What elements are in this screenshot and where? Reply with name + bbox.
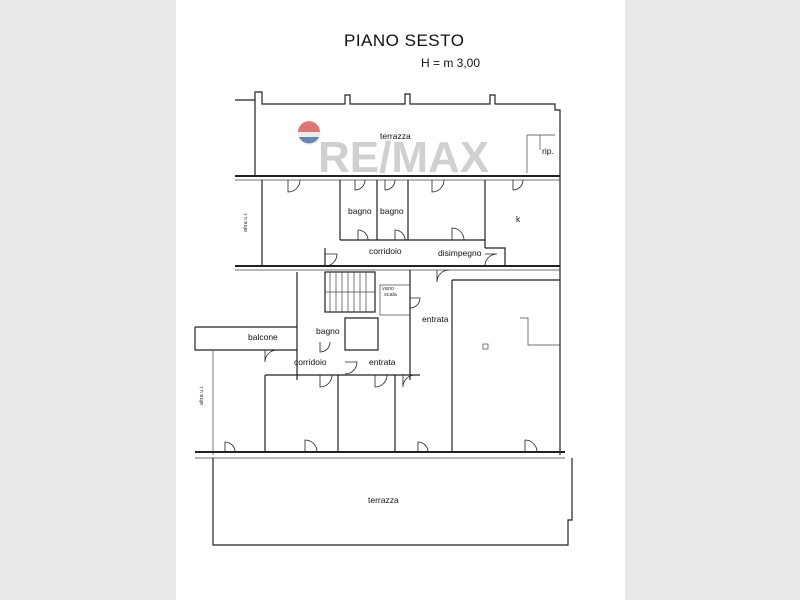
wall-k-corner	[485, 247, 506, 266]
label-vano: vano	[382, 286, 394, 292]
pillar	[482, 343, 489, 350]
label-bagno-2: bagno	[380, 206, 404, 216]
side-note-upper: altra u.i.	[243, 212, 249, 232]
doors	[224, 179, 538, 453]
lift-box	[344, 317, 379, 351]
terrace-bottom-outline	[212, 458, 573, 546]
label-bagno-1: bagno	[348, 206, 372, 216]
plan-title: PIANO SESTO	[344, 31, 465, 50]
label-scala: scala	[384, 292, 398, 298]
side-note-lower: altra u.i.	[199, 385, 205, 405]
label-disimpegno: disimpegno	[438, 248, 482, 258]
balcone-outline	[194, 326, 297, 351]
label-corridoio-top: corridoio	[369, 246, 402, 256]
label-entrata-right: entrata	[422, 314, 449, 324]
label-corridoio-left: corridoio	[294, 357, 327, 367]
height-note: H = m 3,00	[421, 56, 481, 70]
label-entrata-center: entrata	[369, 357, 396, 367]
label-bagno-center: bagno	[316, 326, 340, 336]
label-balcone: balcone	[248, 332, 278, 342]
terrace-top-outline	[235, 91, 561, 178]
brand-text: RE/MAX	[318, 133, 489, 182]
balloon-icon	[298, 121, 320, 132]
label-k: k	[516, 214, 521, 224]
label-terrazza-top: terrazza	[380, 131, 411, 141]
label-terrazza-bottom: terrazza	[368, 495, 399, 505]
remax-watermark: RE/MAX	[298, 121, 489, 182]
big-room-notch	[520, 317, 560, 346]
rip-room	[526, 134, 555, 173]
stair-steps	[325, 272, 375, 312]
label-rip: rip.	[542, 146, 554, 156]
